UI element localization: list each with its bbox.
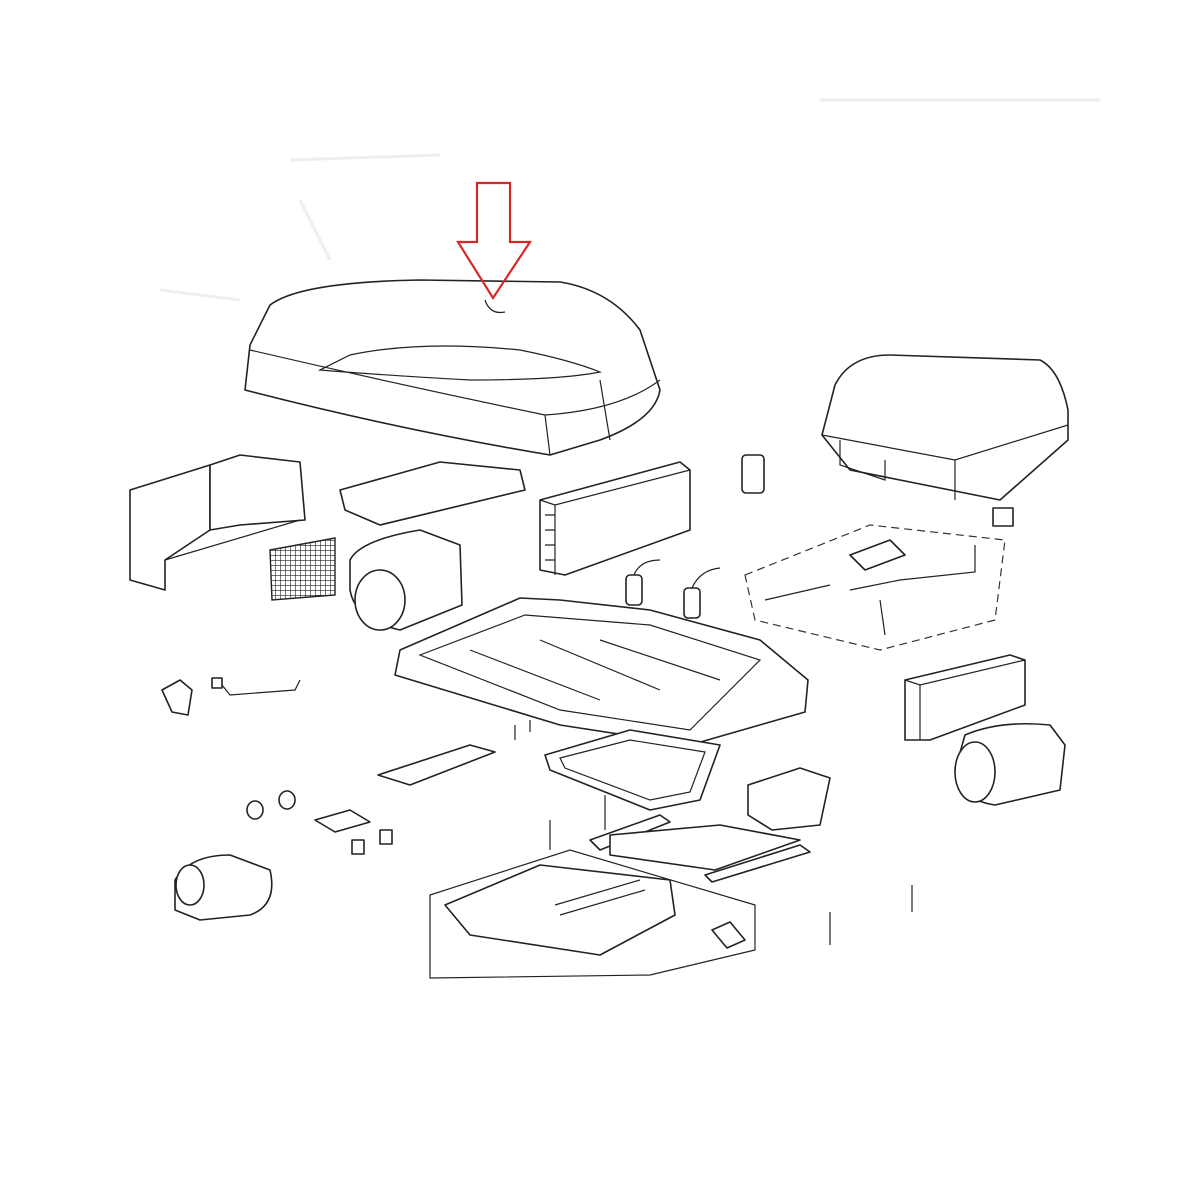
condenser-coil[interactable] <box>539 461 691 576</box>
evaporator-coil[interactable] <box>904 654 1026 741</box>
blower-left[interactable] <box>349 529 463 631</box>
air-duct[interactable] <box>747 767 831 831</box>
top-cover[interactable] <box>244 279 661 456</box>
faint-watermark <box>159 98 1100 302</box>
screws[interactable] <box>514 720 913 945</box>
motor-bracket[interactable] <box>314 809 371 833</box>
capacitor-small-1[interactable] <box>625 559 661 606</box>
grille[interactable] <box>269 537 336 601</box>
drain-valve[interactable] <box>161 677 301 716</box>
slide-rails[interactable] <box>589 814 811 883</box>
remote-control[interactable] <box>711 921 746 949</box>
rear-cover[interactable] <box>821 354 1069 501</box>
capacitor-small-2[interactable] <box>683 567 721 619</box>
highlight-arrow-icon <box>456 181 533 301</box>
mounting-bracket[interactable] <box>377 744 496 786</box>
gasket-frame[interactable] <box>544 729 721 811</box>
rubber-mounts[interactable] <box>246 790 393 855</box>
divider-plate[interactable] <box>339 461 526 526</box>
switch-box[interactable] <box>992 507 1014 527</box>
blower-right[interactable] <box>954 723 1066 806</box>
base-pan[interactable] <box>394 597 809 746</box>
compressor[interactable] <box>174 854 273 921</box>
front-panel[interactable] <box>129 454 306 591</box>
control-board-group[interactable] <box>744 524 1006 651</box>
capacitor-large[interactable] <box>741 454 765 494</box>
interior-unit-group[interactable] <box>429 849 756 979</box>
